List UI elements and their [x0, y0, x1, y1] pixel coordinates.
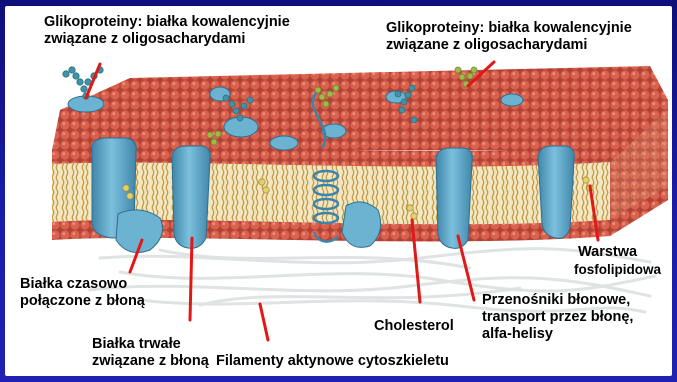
label-peripheral-proteins-line2: połączone z błoną	[20, 293, 145, 310]
label-glycoproteins-right: Glikoproteiny: białka kowalencyjnie zwią…	[386, 20, 632, 54]
label-actin-filaments: Filamenty aktynowe cytoszkieletu	[216, 353, 449, 370]
label-glycoproteins-left-line2: związane z oligosacharydami	[44, 31, 290, 48]
label-peripheral-proteins-line1: Białka czasowo	[20, 276, 145, 293]
label-transporters: Przenośniki błonowe, transport przez bło…	[482, 292, 633, 343]
label-integral-proteins: Białka trwałe związane z błoną	[92, 336, 209, 370]
label-phospholipid-bilayer-line1: Warstwa	[574, 244, 661, 261]
label-transporters-line1: Przenośniki błonowe,	[482, 292, 633, 309]
label-cholesterol-text: Cholesterol	[374, 318, 454, 335]
label-glycoproteins-right-line2: związane z oligosacharydami	[386, 37, 632, 54]
label-phospholipid-bilayer: Warstwa fosfolipidowa	[574, 244, 661, 278]
label-phospholipid-bilayer-line2: fosfolipidowa	[574, 261, 661, 278]
label-glycoproteins-right-line1: Glikoproteiny: białka kowalencyjnie	[386, 20, 632, 37]
label-integral-proteins-line1: Białka trwałe	[92, 336, 209, 353]
pointer-integral	[190, 238, 192, 320]
pointer-actin	[260, 304, 268, 340]
pointer-transporters	[458, 236, 474, 300]
label-cholesterol: Cholesterol	[374, 318, 454, 335]
label-transporters-line2: transport przez błonę,	[482, 309, 633, 326]
label-glycoproteins-left-line1: Glikoproteiny: białka kowalencyjnie	[44, 14, 290, 31]
label-glycoproteins-left: Glikoproteiny: białka kowalencyjnie zwią…	[44, 14, 290, 48]
label-integral-proteins-line2: związane z błoną	[92, 353, 209, 370]
label-peripheral-proteins: Białka czasowo połączone z błoną	[20, 276, 145, 310]
label-transporters-line3: alfa-helisy	[482, 326, 633, 343]
label-actin-filaments-text: Filamenty aktynowe cytoszkieletu	[216, 353, 449, 370]
